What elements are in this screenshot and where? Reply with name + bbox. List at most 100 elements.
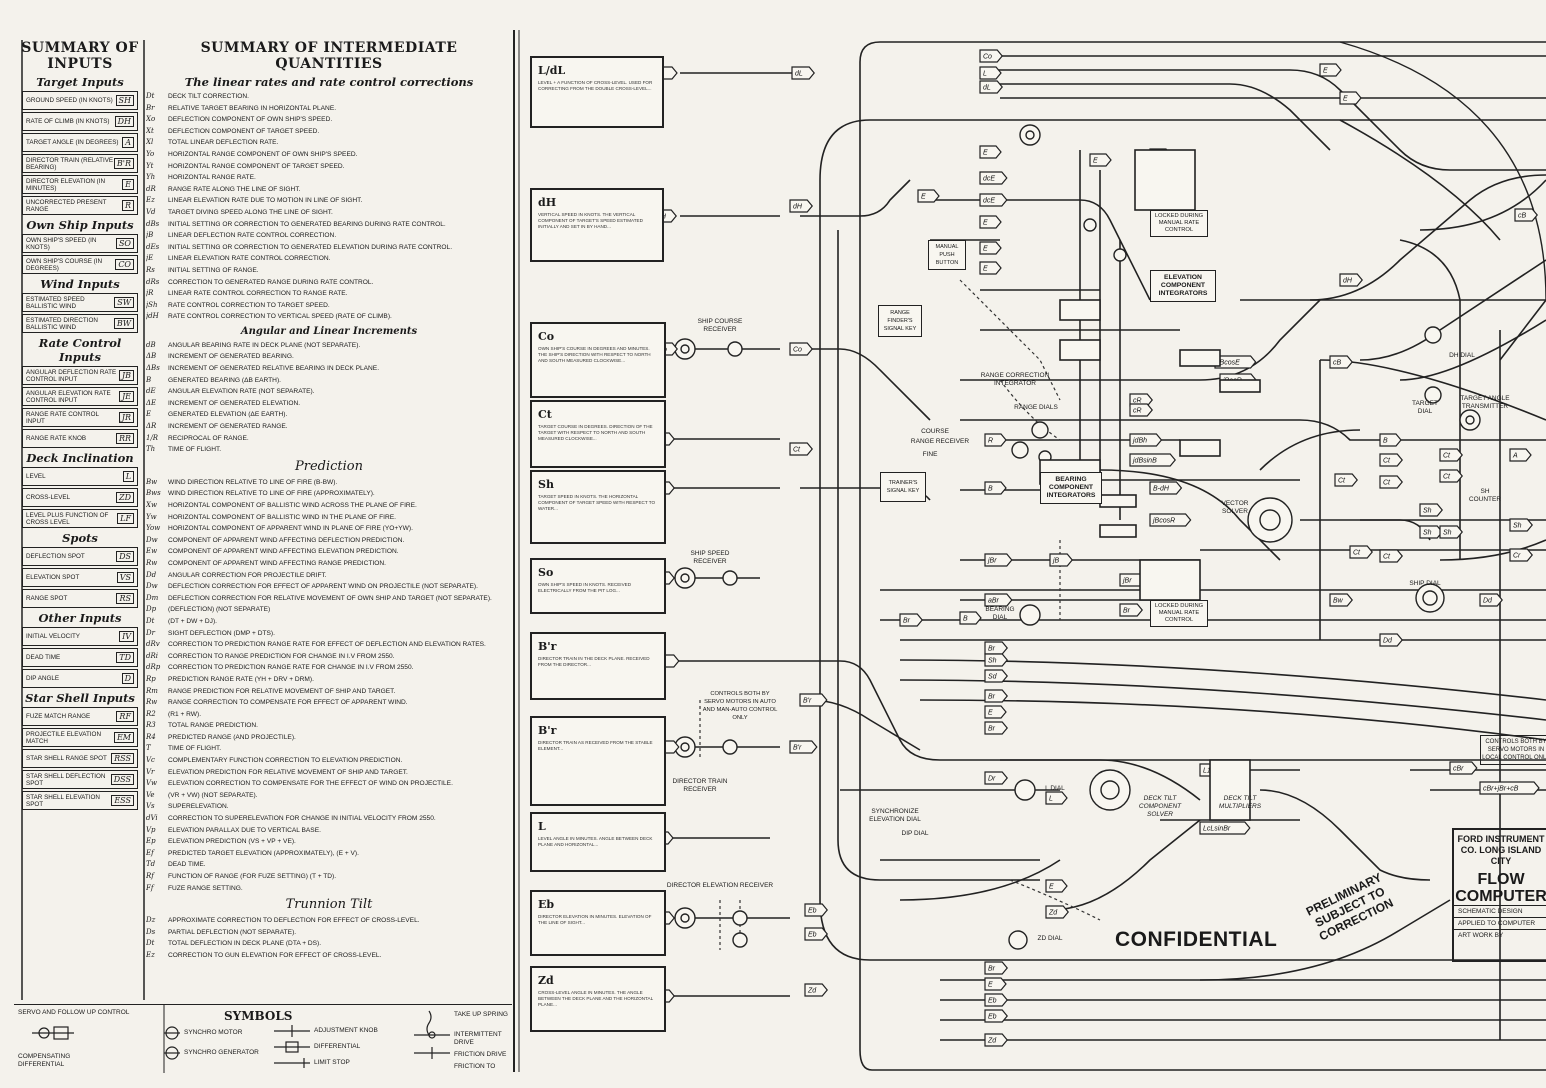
signal-tag: Sd [984,669,1008,683]
deck-tilt-solver-label: DECK TILT COMPONENT SOLVER [1138,795,1182,818]
quantity-text: COMPONENT OF APPARENT WIND AFFECTING ELE… [168,548,399,556]
input-item-symbol: jB [118,370,134,381]
quantity-text: PARTIAL DEFLECTION (NOT SEPARATE). [168,928,297,936]
signal-tag-label: E [988,710,993,717]
signal-tag-label: B-dH [1153,486,1170,493]
inputs-summary-title: SUMMARY OF INPUTS [21,40,139,72]
input-item: RANGE RATE CONTROL INPUTjR [22,408,138,427]
signal-tag: E [1045,879,1068,893]
signal-tag-label: Zd [1048,910,1058,917]
quantity-symbol: Xo [146,115,156,124]
input-item-label: DIRECTOR ELEVATION (IN MINUTES) [26,177,106,192]
input-description-text: TARGET COURSE IN DEGREES. DIRECTION OF T… [538,424,653,441]
signal-tag-label: Cr [1513,553,1521,560]
signal-tag-label: Sh [1513,523,1522,530]
signal-tag-label: R [988,438,993,445]
signal-tag-label: B [988,486,993,493]
input-item-label: ELEVATION SPOT [26,574,80,581]
input-description-head: Sh [538,478,554,491]
fine-label: FINE [922,451,938,458]
quantity-text: FUZE RANGE SETTING. [168,884,243,892]
signal-tag: Zd [984,1033,1008,1047]
quantity-text: FUNCTION OF RANGE (FOR FUZE SETTING) (T … [168,873,337,880]
sh-counter-label: Sh COUNTER [1468,488,1502,503]
rates-heading: The linear rates and rate control correc… [184,75,474,89]
quantity-symbol: Dr [146,628,155,637]
quantity-text: TIME OF FLIGHT. [168,446,222,454]
quantity-row: R2(R1 + Rw). [146,709,512,721]
quantity-text: LINEAR DEFLECTION RATE CONTROL CORRECTIO… [168,232,337,240]
quantity-text: RECIPROCAL OF RANGE. [168,434,249,442]
quantity-text: CORRECTION TO GENERATED RANGE DURING RAT… [168,278,374,286]
manual-push-button[interactable]: MANUAL PUSH BUTTON [928,240,966,270]
signal-tag: B-dH [1149,481,1183,495]
input-item-label: ESTIMATED DIRECTION BALLISTIC WIND [26,316,98,331]
range-dials-label: RANGE DIALS [1014,404,1058,411]
signal-tag: Ct [789,442,813,456]
input-item-symbol: Rss [111,753,134,764]
deck-tilt-multipliers-label: DECK TILT MULTIPLIERS [1218,795,1262,810]
input-item-label: RANGE SPOT [26,595,68,602]
signal-tag-label: jBcosE [1217,360,1240,367]
signal-tag: Ct [1379,549,1403,563]
signal-tag: Eb [984,1009,1008,1023]
quantity-symbol: Th [146,445,156,454]
quantity-symbol: Td [146,860,156,869]
quantity-symbol: Rw [146,558,158,567]
legend-take-up-spring: TAKE UP SPRING [454,1011,508,1018]
input-description-text: DIRECTOR TRAIN IN THE DECK PLANE. RECEIV… [538,656,650,667]
signal-tag-label: Br [903,618,911,625]
trainer-signal-key[interactable]: TRAINER'S SIGNAL KEY [880,472,926,502]
signal-tag-label: E [1343,96,1348,103]
input-description-head: B'r [538,640,557,653]
signal-tag: Eb [984,993,1008,1007]
synchronize-elevation-dial-label: SYNCHRONIZE ELEVATION DIAL [869,808,921,823]
quantity-text: SUPERELEVATION. [168,803,229,811]
signal-tag: Eb [804,927,828,941]
quantity-symbol: T [146,744,151,753]
input-item-symbol: Ess [111,795,134,806]
input-item-label: DEFLECTION SPOT [26,553,85,560]
input-item-label: UNCORRECTED PRESENT RANGE [26,198,107,213]
range-receiver-label: RANGE RECEIVER [910,438,970,445]
signal-tag: E [1339,91,1362,105]
signal-tag: Co [789,342,813,356]
range-finder-signal-key[interactable]: RANGE FINDER'S SIGNAL KEY [878,305,922,337]
input-description-text: DIRECTOR ELEVATION IN MINUTES. ELEVATION… [538,914,652,925]
elevation-integrators-block: ELEVATION COMPONENT INTEGRATORS [1150,270,1216,302]
signal-tag: L [979,66,1002,80]
signal-tag-label: Ct [1383,554,1391,561]
quantity-symbol: Br [146,103,155,112]
input-item-label: FUZE MATCH RANGE [26,713,91,720]
quantity-text: RATE CONTROL CORRECTION TO TARGET SPEED. [168,301,330,309]
signal-tag-label: jBcosR [1152,518,1175,525]
input-item-label: DIP ANGLE [26,675,60,682]
signal-tag-label: Sh [1443,530,1452,537]
input-item-label: ANGULAR DEFLECTION RATE CONTROL INPUT [26,368,117,383]
signal-tag: Ct [1379,475,1403,489]
quantity-symbol: jdH [146,312,159,321]
input-description-head: Zd [538,974,554,987]
signal-tag: Br [899,613,923,627]
quantity-symbol: Dd [146,570,157,579]
quantity-text: INCREMENT OF GENERATED BEARING. [168,353,294,361]
input-description-text: DIRECTOR TRAIN AS RECEIVED FROM THE STAB… [538,740,653,751]
quantity-symbol: Vw [146,779,158,788]
signal-tag-label: Sh [1423,508,1432,515]
quantity-text: SIGHT DEFLECTION (Dmp + Dts). [168,629,275,637]
signal-tag-label: E [983,150,988,157]
signal-tag: Br [984,689,1008,703]
